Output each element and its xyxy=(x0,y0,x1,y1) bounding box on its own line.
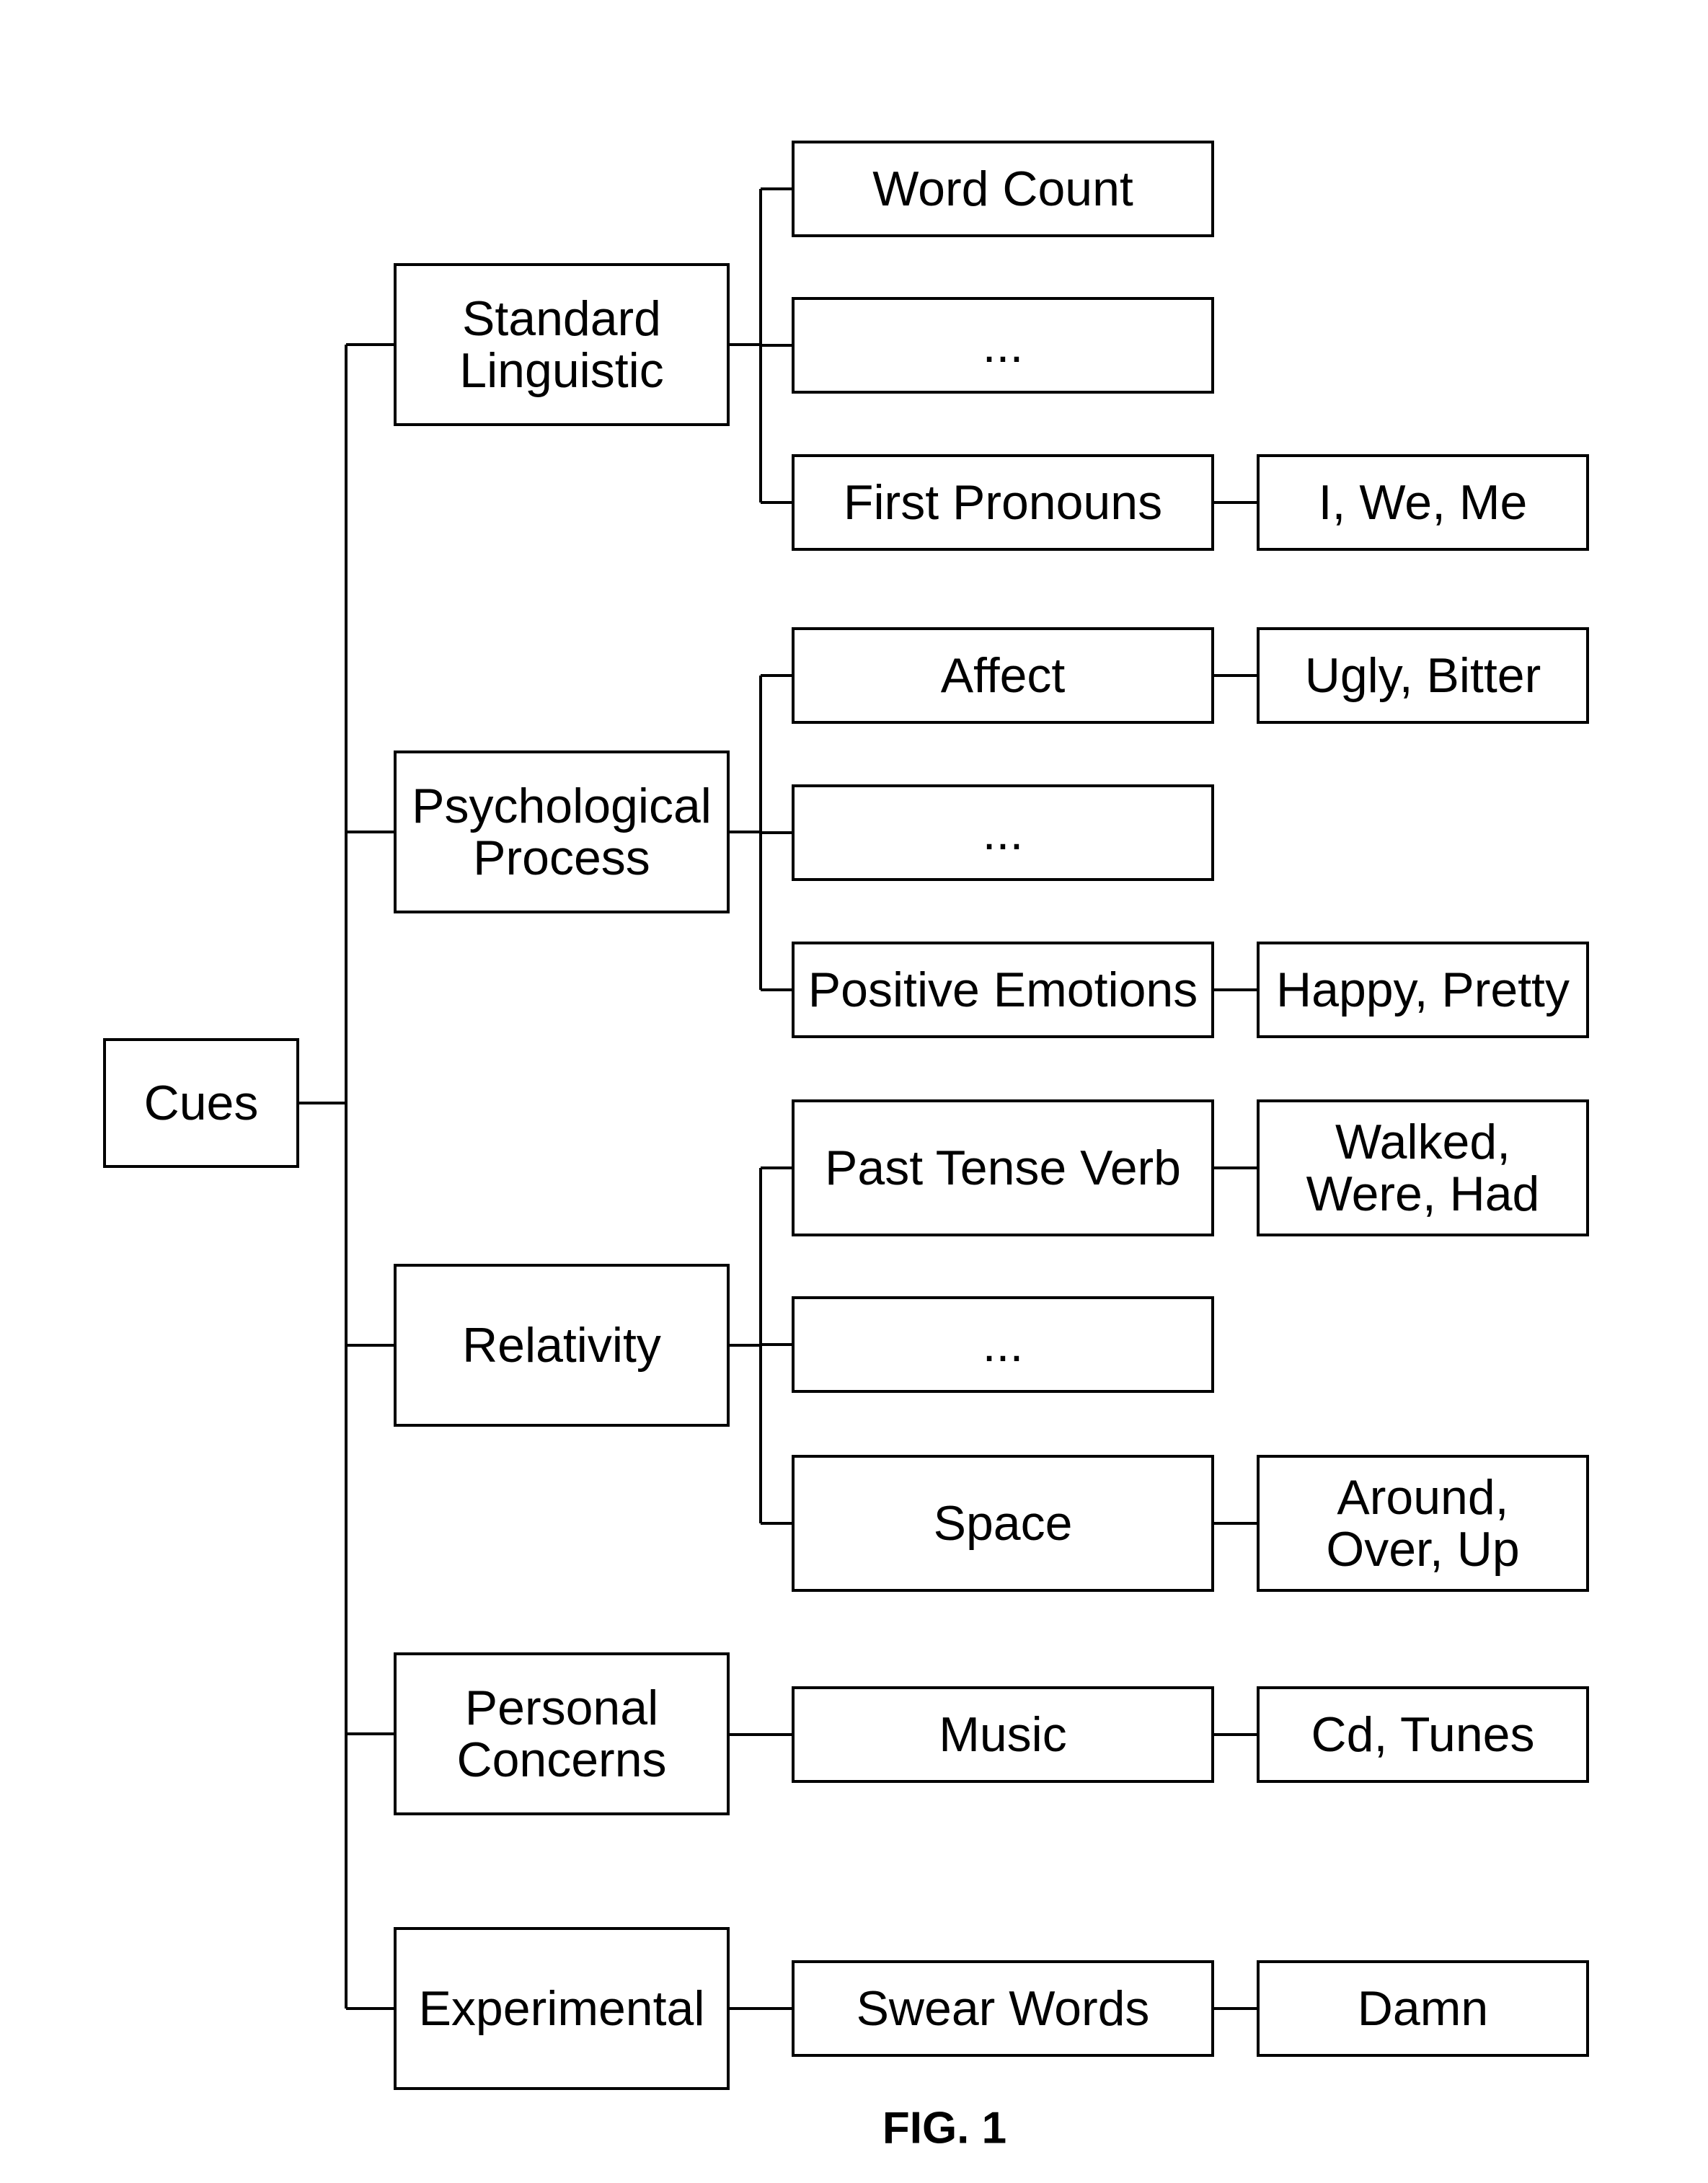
category-node: Relativity xyxy=(395,1265,728,1425)
example-node: Happy, Pretty xyxy=(1258,943,1588,1037)
feature-node-label: ... xyxy=(983,318,1024,373)
feature-node: Space xyxy=(793,1456,1213,1590)
feature-node-label: ... xyxy=(983,1317,1024,1372)
example-node-label: Over, Up xyxy=(1326,1522,1519,1577)
category-node-label: Personal xyxy=(465,1681,658,1735)
feature-node-label: Music xyxy=(939,1707,1067,1762)
feature-node: ... xyxy=(793,1298,1213,1391)
example-node-label: Were, Had xyxy=(1306,1166,1540,1221)
category-node-label: Process xyxy=(473,831,650,885)
category-node-label: Standard xyxy=(462,291,661,346)
category-node-label: Concerns xyxy=(456,1732,666,1787)
example-node: Cd, Tunes xyxy=(1258,1688,1588,1781)
feature-node: First Pronouns xyxy=(793,456,1213,549)
example-node-label: Damn xyxy=(1358,1981,1488,2036)
category-node: PersonalConcerns xyxy=(395,1654,728,1814)
example-node-label: Around, xyxy=(1337,1470,1508,1525)
feature-node: ... xyxy=(793,298,1213,392)
example-node: Ugly, Bitter xyxy=(1258,629,1588,722)
feature-node-label: First Pronouns xyxy=(844,475,1162,530)
category-node-label: Psychological xyxy=(412,779,712,833)
example-node-label: I, We, Me xyxy=(1319,475,1528,530)
example-node-label: Cd, Tunes xyxy=(1311,1707,1535,1762)
category-node: Experimental xyxy=(395,1929,728,2089)
example-node: Walked,Were, Had xyxy=(1258,1101,1588,1235)
nodes: Cues StandardLinguistic Word Count... First… xyxy=(105,142,1588,2089)
example-node-label: Ugly, Bitter xyxy=(1305,648,1541,703)
root-node-cues-label: Cues xyxy=(144,1076,259,1130)
feature-node: Past Tense Verb xyxy=(793,1101,1213,1235)
feature-node-label: Positive Emotions xyxy=(808,962,1198,1017)
feature-node-label: Swear Words xyxy=(857,1981,1150,2036)
feature-node-label: Affect xyxy=(941,648,1066,703)
example-node-label: Happy, Pretty xyxy=(1276,962,1570,1017)
feature-node-label: Word Count xyxy=(872,161,1133,216)
feature-node: Music xyxy=(793,1688,1213,1781)
root-node-cues: Cues xyxy=(105,1040,298,1166)
example-node: Damn xyxy=(1258,1962,1588,2055)
category-node: StandardLinguistic xyxy=(395,265,728,425)
feature-node-label: Past Tense Verb xyxy=(825,1141,1181,1195)
figure-caption: FIG. 1 xyxy=(882,2104,1006,2153)
feature-node: Positive Emotions xyxy=(793,943,1213,1037)
category-node: PsychologicalProcess xyxy=(395,752,728,912)
feature-node: Affect xyxy=(793,629,1213,722)
example-node: Around,Over, Up xyxy=(1258,1456,1588,1590)
category-node-label: Experimental xyxy=(419,1981,705,2036)
feature-node: Swear Words xyxy=(793,1962,1213,2055)
example-node: I, We, Me xyxy=(1258,456,1588,549)
feature-node: Word Count xyxy=(793,142,1213,236)
feature-node-label: Space xyxy=(934,1496,1073,1551)
example-node-label: Walked, xyxy=(1335,1115,1510,1169)
category-node-label: Relativity xyxy=(462,1318,661,1373)
feature-node: ... xyxy=(793,786,1213,880)
category-node-label: Linguistic xyxy=(459,343,664,398)
feature-node-label: ... xyxy=(983,805,1024,860)
